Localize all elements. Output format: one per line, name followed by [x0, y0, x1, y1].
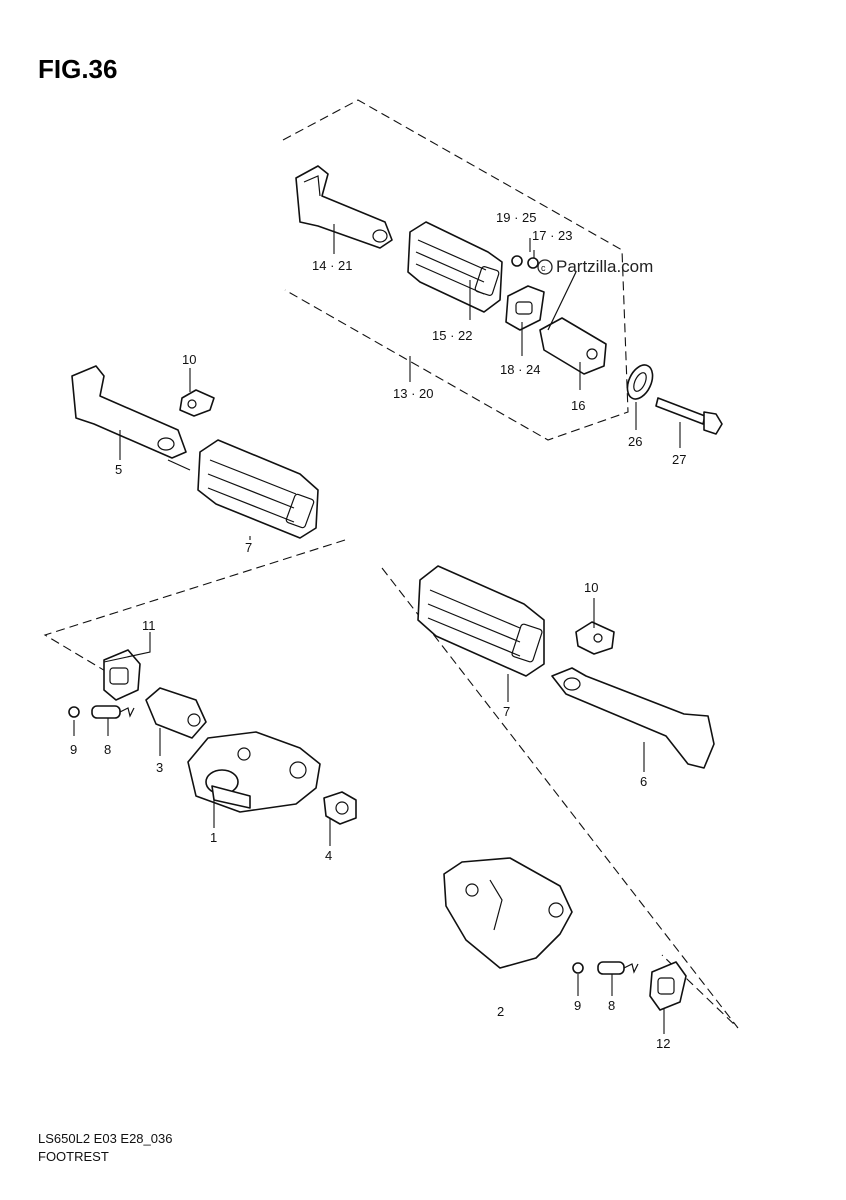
part-8-spring-right	[597, 961, 639, 975]
callout-9-right: 9	[574, 998, 581, 1013]
callout-9-left: 9	[70, 742, 77, 757]
callout-27: 27	[672, 452, 686, 467]
callout-10-right: 10	[584, 580, 598, 595]
callout-3: 3	[156, 760, 163, 775]
svg-text:Partzilla.com: Partzilla.com	[556, 257, 653, 276]
callout-7-right: 7	[503, 704, 510, 719]
leader-lines	[73, 224, 681, 1034]
part-26-washer	[626, 364, 654, 400]
callout-12: 12	[656, 1036, 670, 1051]
part-12-plate	[649, 961, 687, 1011]
part-5-footrest-bar	[71, 365, 191, 471]
callout-11: 11	[142, 618, 156, 633]
part-7-footrest-rubber-right	[417, 565, 545, 677]
group-boundary-right	[381, 567, 739, 1029]
part-4-nut	[323, 791, 357, 825]
part-14-21-footrest-bar	[295, 165, 393, 249]
figure-name: FOOTREST	[38, 1149, 109, 1164]
callout-2: 2	[497, 1004, 504, 1019]
callout-17-23: 17 · 23	[532, 228, 572, 243]
part-18-24-plate	[505, 285, 545, 331]
callout-26: 26	[628, 434, 642, 449]
part-10-clip-left	[179, 389, 215, 417]
callout-6: 6	[640, 774, 647, 789]
callout-7-left: 7	[245, 540, 252, 555]
group-boundary-top	[282, 99, 629, 441]
part-10-clip-right	[575, 621, 615, 655]
part-27-bolt	[655, 397, 723, 435]
part-3-block	[145, 687, 207, 739]
callout-10-left: 10	[182, 352, 196, 367]
part-7-footrest-rubber-left	[197, 439, 319, 539]
callout-1: 1	[210, 830, 217, 845]
callout-5: 5	[115, 462, 122, 477]
part-16-bracket	[539, 271, 607, 375]
callout-4: 4	[325, 848, 332, 863]
part-9-ball-right	[572, 962, 584, 974]
group-boundary-left	[43, 539, 346, 676]
part-6-footrest-bar	[551, 667, 715, 769]
svg-text:c: c	[541, 263, 546, 273]
part-15-22-footrest-rubber	[407, 221, 503, 313]
figure-title: FIG.36	[38, 54, 117, 84]
part-17-23-washer	[527, 257, 539, 269]
callout-18-24: 18 · 24	[500, 362, 540, 377]
figure-code: LS650L2 E03 E28_036	[38, 1131, 172, 1146]
part-8-spring-left	[91, 705, 135, 719]
part-2-bracket	[443, 857, 573, 969]
callout-14-21: 14 · 21	[312, 258, 352, 273]
callout-13-20: 13 · 20	[393, 386, 433, 401]
callout-15-22: 15 · 22	[432, 328, 472, 343]
part-11-plate	[103, 649, 141, 701]
callout-19-25: 19 · 25	[496, 210, 536, 225]
callout-8-left: 8	[104, 742, 111, 757]
callout-8-right: 8	[608, 998, 615, 1013]
part-1-bracket	[187, 731, 321, 813]
callout-16: 16	[571, 398, 585, 413]
part-9-ball-left	[68, 706, 80, 718]
part-19-25-nut	[511, 255, 523, 267]
partzilla-watermark: c Partzilla.com	[537, 257, 653, 276]
